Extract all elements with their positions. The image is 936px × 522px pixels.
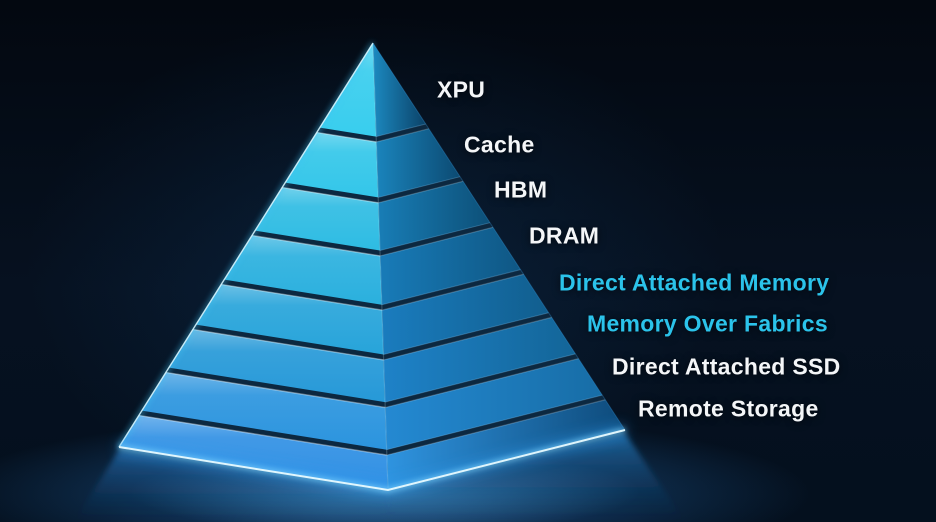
left-edge-rim bbox=[118, 42, 374, 448]
tier-rim-light bbox=[381, 269, 521, 306]
tier-bevel-highlight bbox=[165, 371, 386, 409]
floor-reflection-right bbox=[388, 433, 685, 522]
tier-rim-light bbox=[376, 123, 426, 138]
pyramid-tier-direct-attached-ssd-left-face bbox=[141, 372, 387, 450]
pyramid-tier-dram-right-face bbox=[380, 227, 521, 305]
tier-bevel-highlight bbox=[386, 399, 606, 456]
pyramid-tier-memory-over-fabrics-right-face bbox=[383, 317, 576, 403]
pyramid-tier-memory-over-fabrics-left-face bbox=[168, 329, 386, 403]
tier-bevel-highlight bbox=[379, 226, 494, 257]
tier-bevel-highlight bbox=[381, 273, 524, 311]
tier-bevel-highlight bbox=[376, 128, 429, 143]
pyramid-tier-direct-attached-memory-left-face bbox=[196, 284, 384, 355]
tier-rim-light bbox=[386, 394, 603, 451]
tier-bevel-highlight bbox=[192, 328, 384, 361]
pyramid-tier-direct-attached-ssd-right-face bbox=[385, 358, 603, 450]
pyramid-tier-hbm-right-face bbox=[378, 181, 490, 251]
tier-rim-light bbox=[383, 312, 549, 356]
pyramid-tier-direct-attached-memory-right-face bbox=[382, 274, 549, 355]
floor-reflection-left bbox=[74, 450, 388, 522]
tier-bevel-highlight bbox=[221, 283, 383, 311]
pyramid-tier-xpu-left-face bbox=[319, 43, 377, 137]
tier-bevel-highlight bbox=[378, 180, 464, 204]
base-edge-rim bbox=[118, 429, 626, 492]
pyramid-tier-cache-right-face bbox=[376, 128, 461, 198]
tier-bevel-highlight bbox=[383, 316, 552, 361]
pyramid-tier-hbm-left-face bbox=[255, 187, 380, 251]
tier-bevel-highlight bbox=[251, 234, 381, 257]
tier-bevel-highlight bbox=[138, 414, 387, 456]
tier-bevel-highlight bbox=[316, 131, 377, 143]
pyramid-tier-remote-storage-left-face bbox=[119, 415, 388, 490]
tier-rim-light bbox=[379, 222, 491, 252]
front-corner-edge bbox=[372, 42, 389, 491]
tier-rim-light bbox=[378, 176, 461, 198]
tier-bevel-highlight bbox=[385, 357, 579, 409]
tier-rim-light bbox=[384, 353, 576, 403]
tier-bevel-highlight bbox=[282, 186, 379, 204]
right-edge bbox=[372, 42, 626, 431]
pyramid-tier-remote-storage-right-face bbox=[386, 399, 625, 490]
pyramid-tier-xpu-right-face bbox=[373, 43, 426, 137]
pyramid-tier-dram-left-face bbox=[224, 235, 382, 305]
